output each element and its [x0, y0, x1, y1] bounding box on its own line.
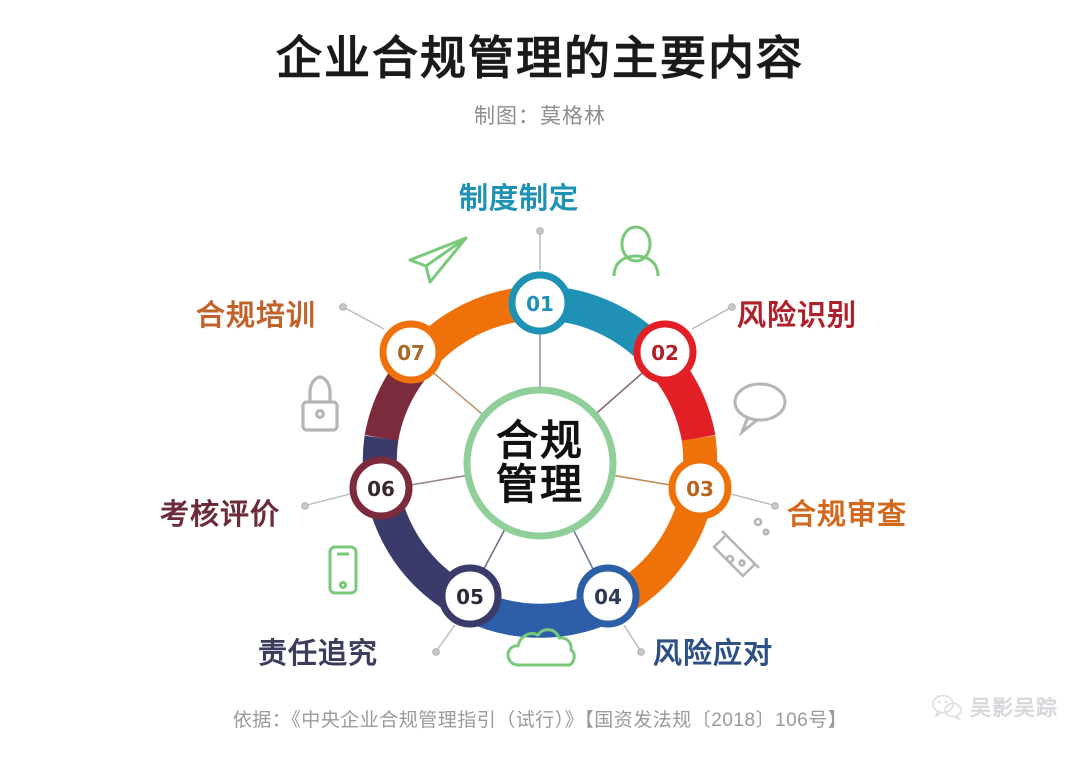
node-number-03: 03: [686, 477, 714, 501]
node-numbers: 01 02 03 04 05 06 07: [367, 292, 714, 609]
cloud-icon: [506, 628, 576, 667]
node-circles: [349, 271, 732, 628]
node-label-05[interactable]: 责任追究: [258, 636, 379, 670]
node-label-02[interactable]: 风险识别: [737, 298, 858, 332]
flask-icon: [712, 517, 770, 578]
page-subtitle: 制图：莫格林: [474, 105, 606, 128]
person-icon: [612, 225, 660, 277]
leader-lines: [301, 227, 779, 656]
lock-icon: [301, 375, 339, 432]
source-note: 依据：《中央企业合规管理指引（试行）》【国资发法规〔2018〕106号】: [232, 710, 848, 731]
wechat-icon: [932, 694, 962, 720]
watermark-text: 吴影吴踪: [970, 696, 1058, 720]
center-ring: [463, 386, 617, 540]
node-circle-04[interactable]: [576, 564, 640, 628]
page-title: 企业合规管理的主要内容: [276, 31, 804, 85]
node-circle-06[interactable]: [349, 456, 413, 520]
node-label-04[interactable]: 风险应对: [653, 636, 774, 670]
node-circle-03[interactable]: [668, 456, 732, 520]
node-circle-07[interactable]: [379, 320, 443, 384]
node-number-06: 06: [367, 477, 395, 501]
node-number-05: 05: [456, 585, 484, 609]
node-number-07: 07: [397, 341, 425, 365]
paper-plane-icon: [408, 236, 468, 284]
node-label-07[interactable]: 合规培训: [196, 298, 317, 332]
node-label-01[interactable]: 制度制定: [459, 181, 580, 215]
node-label-03[interactable]: 合规审查: [787, 497, 908, 531]
node-number-04: 04: [594, 585, 622, 609]
node-circle-01[interactable]: [508, 271, 572, 335]
node-circle-02[interactable]: [633, 320, 697, 384]
node-number-01: 01: [526, 292, 554, 316]
speech-bubble-icon: [733, 382, 787, 437]
diagram-svg: 01 02 03 04 05 06 07: [301, 225, 787, 667]
node-circle-05[interactable]: [438, 564, 502, 628]
node-number-02: 02: [651, 341, 679, 365]
phone-icon: [328, 545, 358, 595]
watermark: 吴影吴踪: [932, 692, 1058, 722]
cycle-diagram: 01 02 03 04 05 06 07: [0, 130, 1080, 690]
node-label-06[interactable]: 考核评价: [160, 497, 281, 531]
